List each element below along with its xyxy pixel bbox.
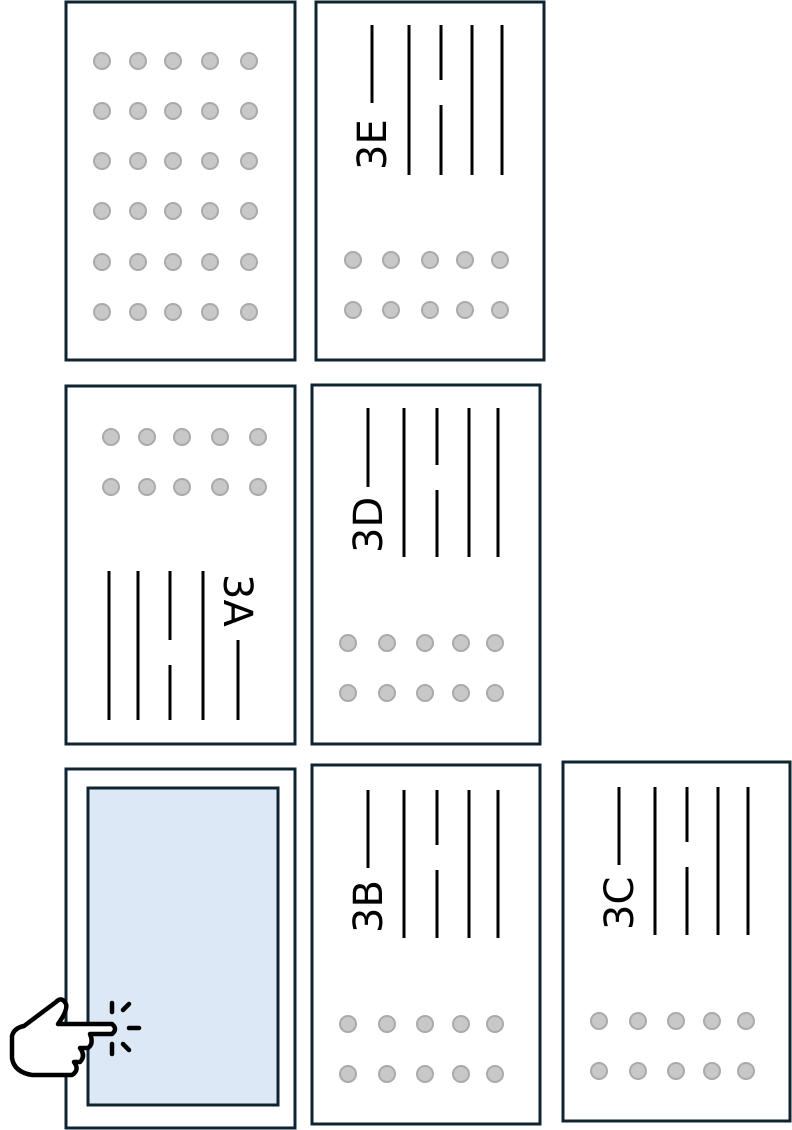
placeholder-dot (93, 303, 111, 321)
placeholder-dot (452, 1065, 470, 1083)
placeholder-dot (456, 251, 474, 269)
placeholder-dot (240, 102, 258, 120)
placeholder-dot (486, 1065, 504, 1083)
placeholder-dot (491, 301, 509, 319)
placeholder-dot (93, 202, 111, 220)
panel-3e[interactable]: 3E (314, 0, 546, 362)
placeholder-dot (129, 52, 147, 70)
placeholder-dot (339, 634, 357, 652)
placeholder-dot (421, 301, 439, 319)
placeholder-dot (378, 1015, 396, 1033)
placeholder-dot (240, 152, 258, 170)
panel-3c[interactable]: 3C (561, 760, 792, 1123)
placeholder-dot (491, 251, 509, 269)
placeholder-dot (102, 478, 120, 496)
placeholder-dot (486, 634, 504, 652)
placeholder-dot (201, 52, 219, 70)
placeholder-dot (201, 253, 219, 271)
placeholder-dot (129, 253, 147, 271)
placeholder-dot (378, 1065, 396, 1083)
hand-pointer-tap-icon (9, 997, 142, 1078)
placeholder-dot (486, 684, 504, 702)
placeholder-dot (339, 684, 357, 702)
placeholder-dot (703, 1062, 721, 1080)
placeholder-dot (240, 52, 258, 70)
placeholder-dot (211, 428, 229, 446)
placeholder-dot (93, 102, 111, 120)
panel-3d[interactable]: 3D (310, 383, 542, 746)
selected-area[interactable] (86, 786, 280, 1107)
placeholder-dot (240, 202, 258, 220)
placeholder-dot (456, 301, 474, 319)
placeholder-dot (737, 1062, 755, 1080)
placeholder-dot (667, 1012, 685, 1030)
placeholder-dot (164, 303, 182, 321)
panel-label-3d: 3D (346, 497, 392, 553)
placeholder-dot (344, 251, 362, 269)
placeholder-dot (452, 634, 470, 652)
placeholder-dot (201, 102, 219, 120)
placeholder-dot (421, 251, 439, 269)
placeholder-dot (249, 428, 267, 446)
placeholder-dot (164, 152, 182, 170)
placeholder-dot (129, 102, 147, 120)
panel-label-3b: 3B (346, 880, 392, 933)
placeholder-dot (93, 152, 111, 170)
placeholder-dot (382, 251, 400, 269)
placeholder-dot (173, 428, 191, 446)
placeholder-dot (667, 1062, 685, 1080)
placeholder-dot (211, 478, 229, 496)
placeholder-dot (590, 1062, 608, 1080)
placeholder-dot (201, 152, 219, 170)
placeholder-dot (240, 253, 258, 271)
placeholder-dot (249, 478, 267, 496)
placeholder-dot (382, 301, 400, 319)
placeholder-dot (129, 202, 147, 220)
placeholder-dot (590, 1012, 608, 1030)
placeholder-dot (164, 52, 182, 70)
placeholder-dot (138, 428, 156, 446)
panel-selected[interactable] (64, 767, 297, 1130)
placeholder-dot (378, 634, 396, 652)
placeholder-dot (339, 1065, 357, 1083)
placeholder-dot (737, 1012, 755, 1030)
placeholder-dot (201, 303, 219, 321)
placeholder-dot (416, 1065, 434, 1083)
placeholder-dot (416, 634, 434, 652)
placeholder-dot (486, 1015, 504, 1033)
placeholder-dot (452, 684, 470, 702)
placeholder-dot (129, 303, 147, 321)
placeholder-dot (344, 301, 362, 319)
placeholder-dot (452, 1015, 470, 1033)
placeholder-dot (629, 1012, 647, 1030)
placeholder-dot (102, 428, 120, 446)
placeholder-dot (416, 684, 434, 702)
placeholder-dot (164, 253, 182, 271)
placeholder-dot (93, 52, 111, 70)
placeholder-dot (629, 1062, 647, 1080)
placeholder-dot (416, 1015, 434, 1033)
placeholder-dot (201, 202, 219, 220)
placeholder-dot (378, 684, 396, 702)
placeholder-dot (138, 478, 156, 496)
panel-3a[interactable]: 3A (64, 384, 297, 746)
placeholder-dot (164, 102, 182, 120)
panel-dot-grid[interactable] (64, 0, 297, 362)
panel-label-3e: 3E (350, 119, 396, 170)
placeholder-dot (240, 303, 258, 321)
placeholder-dot (93, 253, 111, 271)
panel-label-3a: 3A (214, 574, 260, 627)
placeholder-dot (164, 202, 182, 220)
placeholder-dot (339, 1015, 357, 1033)
placeholder-dot (129, 152, 147, 170)
placeholder-dot (703, 1012, 721, 1030)
panel-label-3c: 3C (597, 877, 643, 930)
panel-3b[interactable]: 3B (310, 763, 542, 1126)
placeholder-dot (173, 478, 191, 496)
